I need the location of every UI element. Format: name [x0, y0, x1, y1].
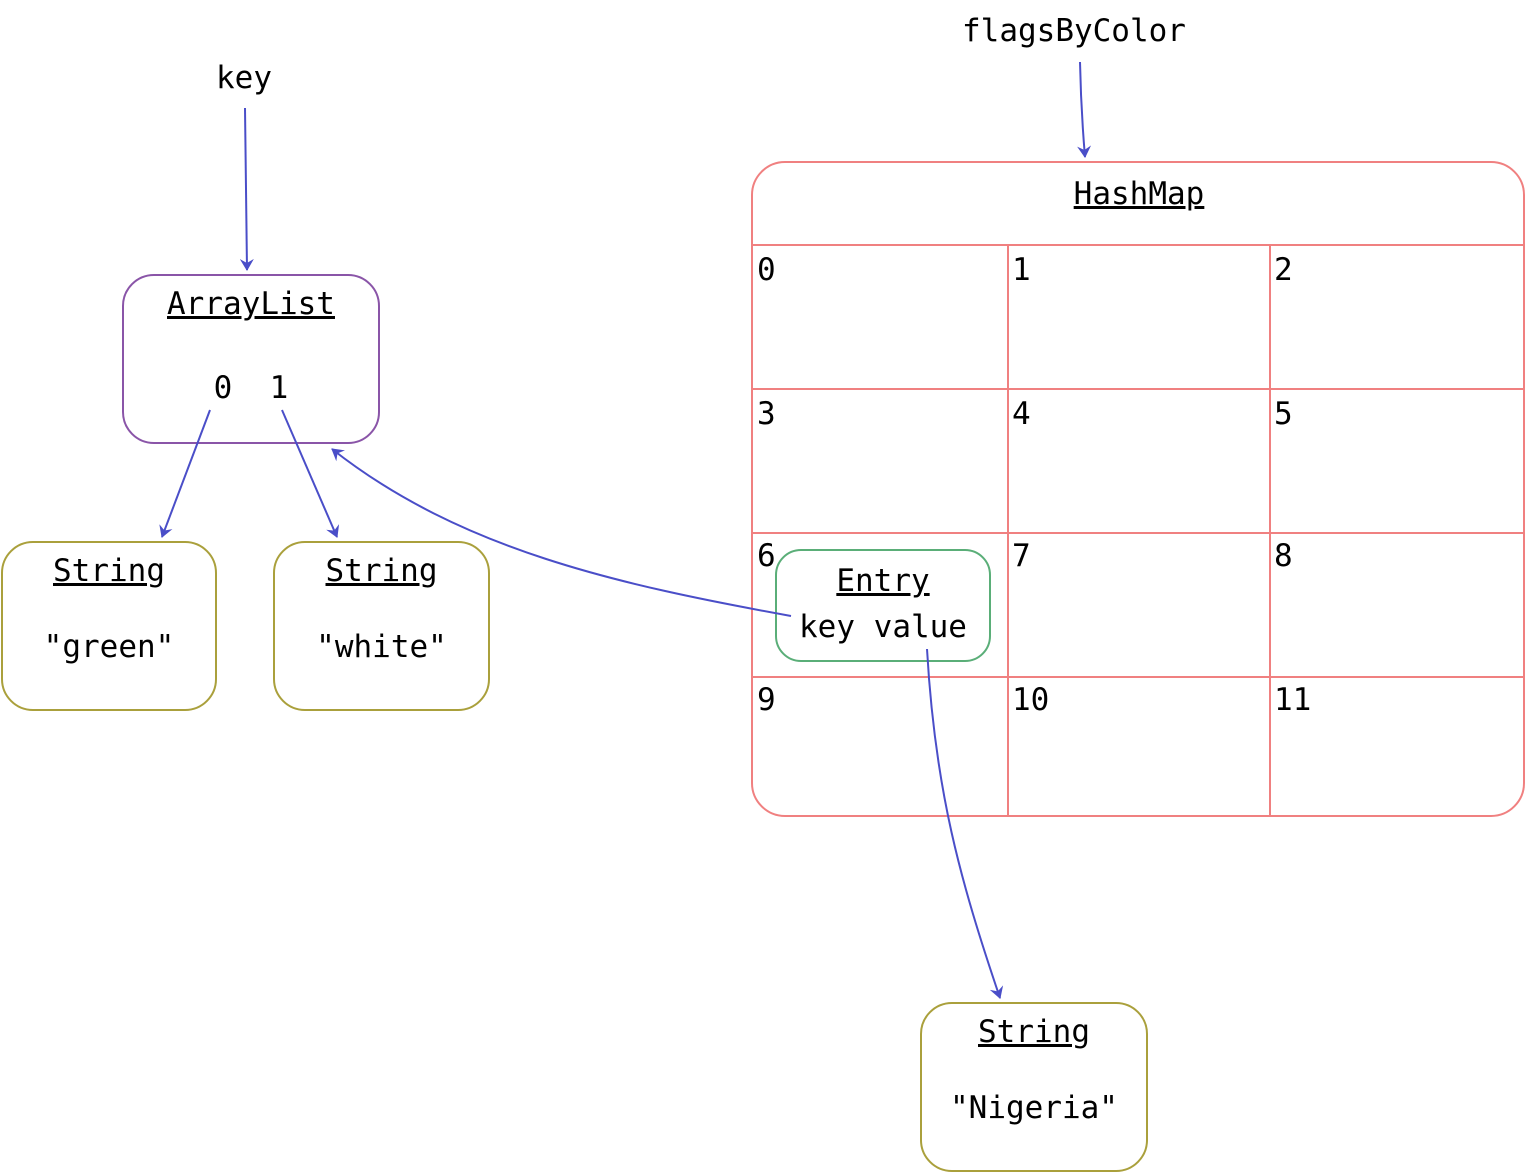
string-object-green: String "green": [1, 541, 217, 711]
hashmap-bucket-label: 5: [1274, 396, 1293, 432]
hashmap-object: HashMap: [751, 161, 1525, 817]
hashmap-grid-line: [1007, 245, 1009, 816]
string-green-title: String: [53, 553, 165, 589]
entry-title: Entry: [836, 563, 930, 599]
hashmap-grid-line: [752, 388, 1524, 390]
flagsbycolor-variable-label: flagsByColor: [962, 13, 1186, 49]
hashmap-grid-line: [752, 532, 1524, 534]
key-variable-label: key: [216, 60, 272, 96]
hashmap-title: HashMap: [1073, 176, 1205, 212]
string-white-value: "white": [316, 629, 447, 665]
hashmap-bucket-label: 0: [757, 252, 776, 288]
string-white-title: String: [325, 553, 438, 589]
hashmap-bucket-label: 7: [1012, 538, 1031, 574]
arrow-key-to-arraylist: [239, 107, 254, 271]
hashmap-grid-line: [752, 244, 1524, 246]
hashmap-bucket-label: 3: [757, 396, 776, 432]
arrow-flagsbycolor-to-hashmap: [1077, 61, 1092, 158]
hashmap-bucket-label: 9: [757, 682, 776, 718]
string-object-white: String "white": [273, 541, 490, 711]
hashmap-grid-line: [752, 676, 1524, 678]
arraylist-indices: 0 1: [213, 370, 289, 406]
entry-object: Entry key value: [775, 549, 991, 662]
arraylist-object: ArrayList 0 1: [122, 274, 380, 444]
hashmap-bucket-label: 6: [757, 538, 776, 574]
string-object-nigeria: String "Nigeria": [920, 1002, 1148, 1172]
string-nigeria-title: String: [978, 1014, 1090, 1050]
entry-fields: key value: [799, 609, 967, 645]
hashmap-bucket-label: 11: [1274, 682, 1312, 718]
hashmap-bucket-label: 2: [1274, 252, 1293, 288]
hashmap-bucket-label: 4: [1012, 396, 1031, 432]
hashmap-bucket-label: 8: [1274, 538, 1293, 574]
hashmap-bucket-label: 10: [1012, 682, 1050, 718]
hashmap-bucket-label: 1: [1012, 252, 1031, 288]
string-nigeria-value: "Nigeria": [950, 1090, 1118, 1126]
arraylist-title: ArrayList: [167, 286, 335, 322]
string-green-value: "green": [43, 629, 175, 665]
hashmap-grid-line: [1269, 245, 1271, 816]
